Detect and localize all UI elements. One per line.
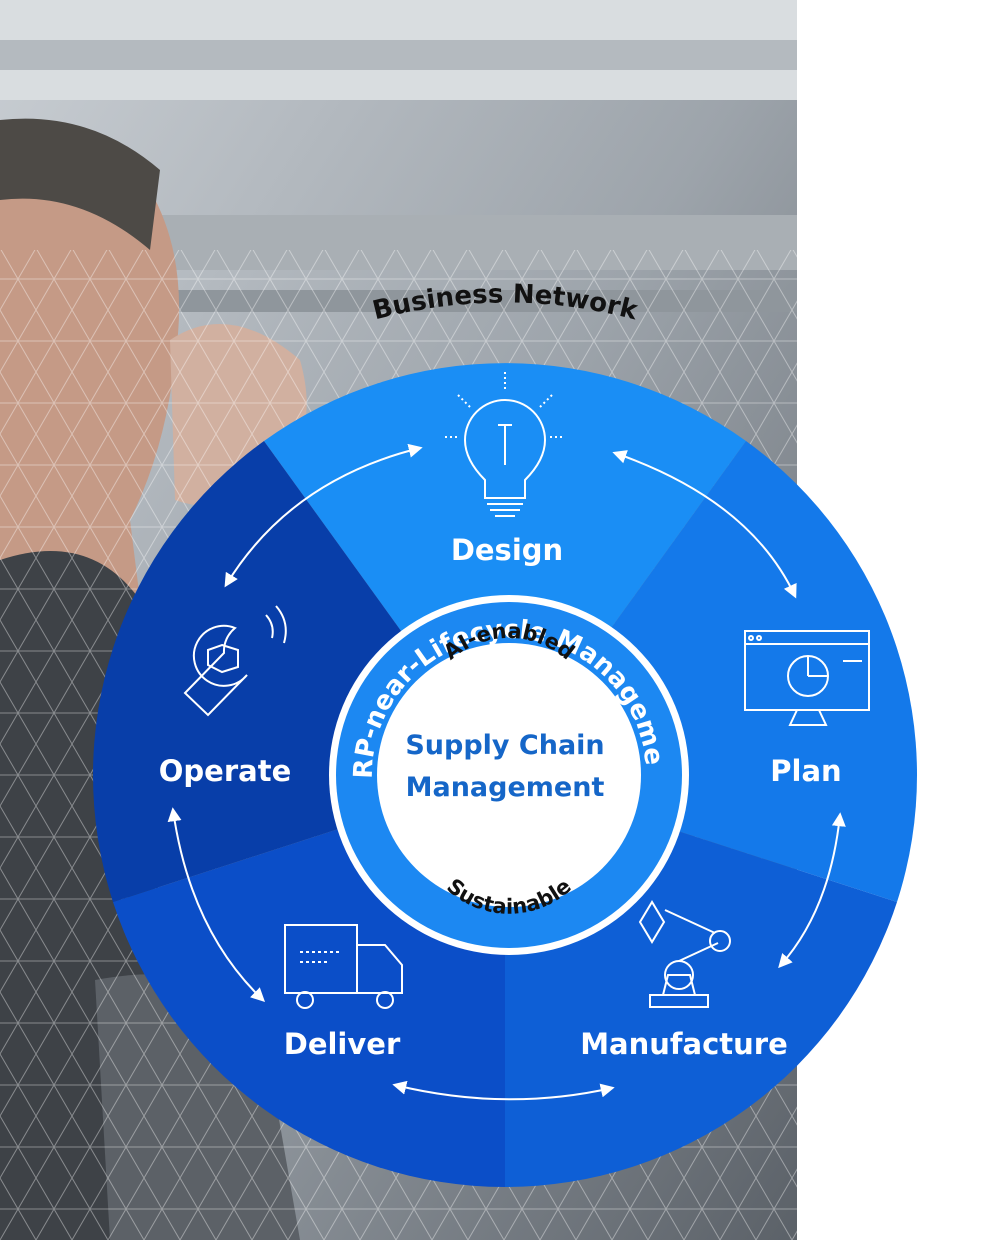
arrow-operate-design xyxy=(224,443,423,588)
cycle-arrows xyxy=(167,443,846,1101)
center-title-line2: Management xyxy=(406,772,605,803)
segment-label-plan: Plan xyxy=(770,754,841,788)
arrow-design-plan xyxy=(612,450,797,599)
lightbulb-icon xyxy=(445,372,565,517)
segment-label-deliver: Deliver xyxy=(284,1027,401,1061)
arrow-plan-manufacture xyxy=(778,812,846,969)
segment-label-operate: Operate xyxy=(159,754,291,788)
robot-arm-icon xyxy=(638,900,731,1008)
truck-icon xyxy=(284,924,403,1009)
center-title-line1: Supply Chain xyxy=(405,730,604,761)
wrench-icon xyxy=(183,605,287,717)
monitor-chart-icon xyxy=(744,630,870,726)
segment-label-manufacture: Manufacture xyxy=(580,1027,788,1061)
arrow-deliver-operate xyxy=(167,807,266,1002)
segment-label-design: Design xyxy=(451,533,563,567)
center-hub xyxy=(329,595,689,955)
arrow-manufacture-deliver xyxy=(392,1080,615,1101)
